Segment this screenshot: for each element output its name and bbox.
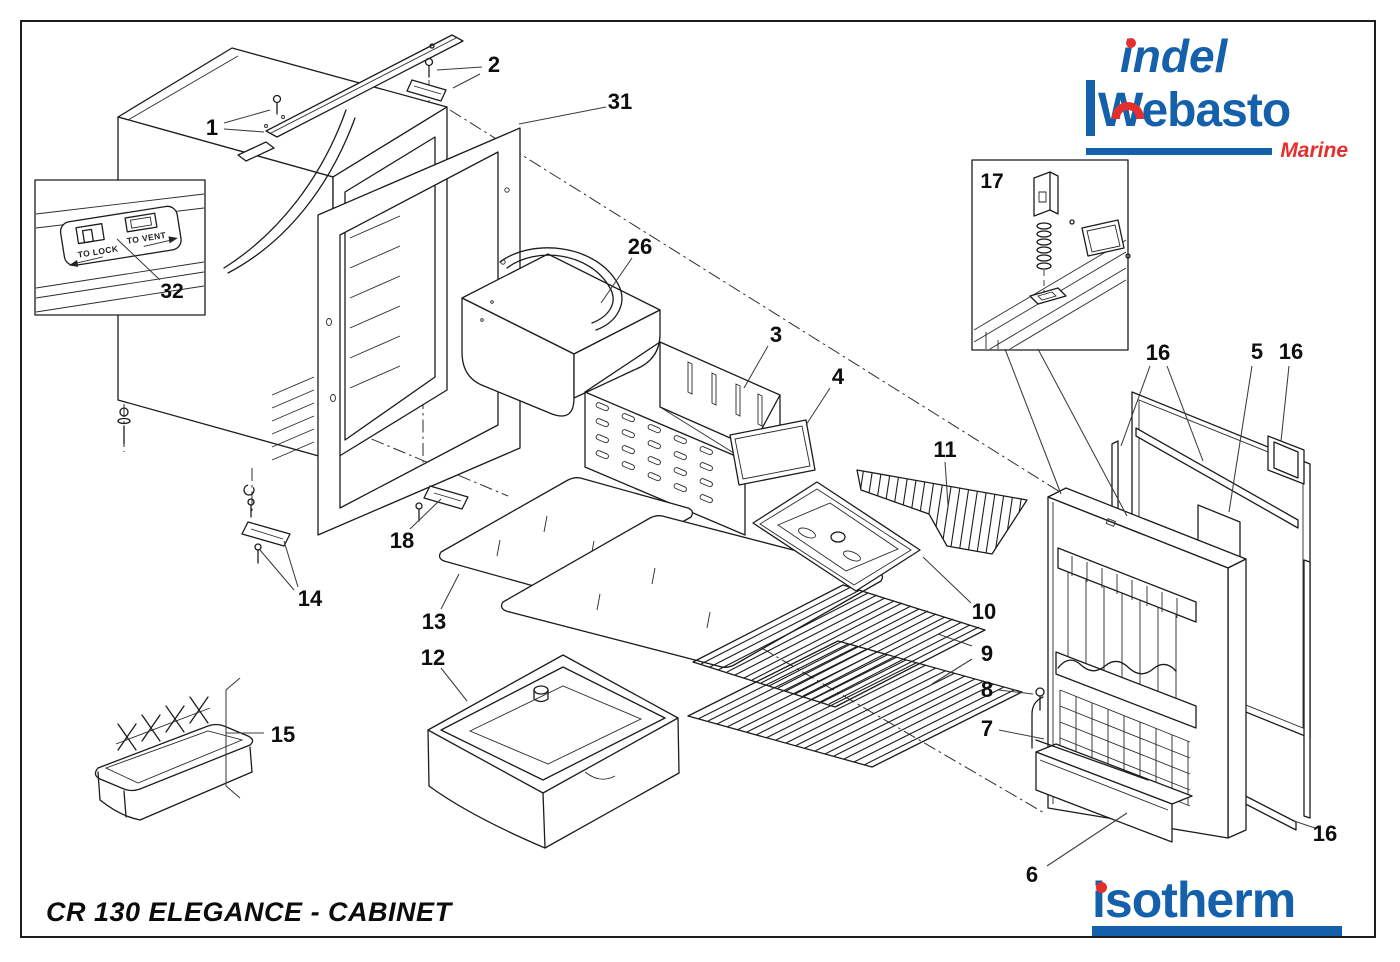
part-2-bracket <box>407 59 446 102</box>
leader-lines <box>224 67 1315 866</box>
bottle-holder-wave <box>1058 660 1176 674</box>
callout-label-10: 10 <box>972 599 996 624</box>
part-31-mounting-frame <box>318 128 520 535</box>
arrow-left-icon <box>68 259 79 267</box>
callout-label-6: 6 <box>1026 862 1038 887</box>
marine-tagline: Marine <box>1280 139 1348 162</box>
webasto-text: Webasto <box>1098 86 1291 136</box>
drawing-title: CR 130 ELEGANCE - CABINET <box>46 897 452 927</box>
callout-label-9: 9 <box>981 641 993 666</box>
cabinet-interior-ribs <box>350 216 400 388</box>
callout-label-7: 7 <box>981 716 993 741</box>
freezer-vent-slots <box>595 402 713 504</box>
wire-shelf-lower <box>688 641 1022 767</box>
part-13-glass-shelves <box>440 478 883 668</box>
callout-label-8: 8 <box>981 677 993 702</box>
isotherm-logo: isotherm <box>1092 875 1342 936</box>
part-10-tray-shelf <box>753 482 920 591</box>
isotherm-i-dot-icon <box>1096 882 1107 893</box>
callout-label-2: 2 <box>488 52 500 77</box>
part-18-shelf-bracket <box>416 486 468 521</box>
trim-strip-top <box>1136 428 1298 528</box>
lock-plate <box>1070 220 1130 258</box>
lock-spring <box>1037 223 1051 269</box>
latch-magnifier-swoosh <box>224 110 355 273</box>
callout-label-1: 1 <box>206 115 218 140</box>
webasto-underline-row: Marine <box>1086 139 1348 163</box>
webasto-lbar-icon <box>1086 80 1095 136</box>
callout-label-16b: 16 <box>1279 339 1303 364</box>
callout-label-18: 18 <box>390 528 414 553</box>
callout-label-12: 12 <box>421 645 445 670</box>
indel-wordmark: indel <box>1086 33 1348 79</box>
callout-label-31: 31 <box>608 89 632 114</box>
lock-button <box>1034 172 1058 216</box>
webasto-underline-icon <box>1086 147 1273 155</box>
part-1-top-trim-strip <box>266 35 463 137</box>
evaporator-tube <box>500 248 622 330</box>
trim-corner-frame <box>1268 436 1304 484</box>
isotherm-underline-icon <box>1092 926 1342 936</box>
inset-lock-detail: 17 <box>972 160 1130 516</box>
door-latch-slot <box>1106 519 1115 527</box>
callout-numbers: 1 2 31 26 3 4 11 16 5 16 18 13 14 12 15 … <box>206 52 1337 887</box>
callout-label-26: 26 <box>628 234 652 259</box>
part-9-wire-shelves <box>688 585 1022 767</box>
inset-latch-detail: TO LOCK TO VENT 32 <box>35 180 205 315</box>
lock-slot <box>1030 288 1066 304</box>
ice-tray <box>95 725 252 791</box>
callout-label-32: 32 <box>160 280 183 303</box>
indel-webasto-logo: indel Webasto Marine <box>1086 33 1348 163</box>
part-6-door-bottom-shelf <box>1036 744 1192 842</box>
door-grid <box>1060 690 1190 806</box>
callout-label-14: 14 <box>298 586 323 611</box>
washer-icon <box>120 408 128 416</box>
cabinet-fins <box>272 377 314 460</box>
indel-i-dot-icon <box>1126 38 1136 48</box>
part-16-trim-strips <box>1112 428 1310 830</box>
wire-shelf-upper <box>693 585 985 707</box>
bracket-line <box>226 678 240 798</box>
webasto-red-arch-icon <box>1112 102 1144 119</box>
page-border <box>20 20 1376 938</box>
part-14-brackets-screws <box>118 408 290 563</box>
callout-label-15: 15 <box>271 722 295 747</box>
webasto-wordmark: Webasto <box>1086 80 1348 136</box>
door-liner-assembly <box>1032 488 1246 842</box>
callout-label-4: 4 <box>832 364 845 389</box>
circlip-icon <box>244 485 254 495</box>
isotherm-wordmark: isotherm <box>1092 875 1342 925</box>
part-4-glass-panel <box>730 420 815 485</box>
callout-label-17: 17 <box>980 170 1003 193</box>
top-latch-plate <box>238 142 274 161</box>
callout-label-3: 3 <box>770 322 782 347</box>
callout-label-5: 5 <box>1251 339 1263 364</box>
vent-latch-plate: TO LOCK TO VENT <box>59 205 183 267</box>
arrow-right-icon <box>168 236 178 244</box>
screw-icon <box>416 503 422 509</box>
ice-divider <box>118 697 208 750</box>
freezer-back-slots <box>688 362 762 426</box>
part-12-crisper-drawer <box>428 655 679 848</box>
part-7-retaining-wire <box>1032 697 1148 780</box>
isotherm-text: isotherm <box>1092 872 1296 928</box>
callout-label-13: 13 <box>422 609 446 634</box>
part-15-ice-tray-set <box>95 678 264 820</box>
trim-strip-right <box>1304 560 1310 818</box>
callout-label-11: 11 <box>933 437 956 462</box>
part-26-evaporator-cover <box>462 248 660 416</box>
callout-label-16c: 16 <box>1313 821 1337 846</box>
indel-text: indel <box>1120 30 1228 82</box>
door-shelf-bars <box>1068 572 1176 702</box>
callout-label-16a: 16 <box>1146 340 1170 365</box>
screw-icon <box>426 59 433 66</box>
